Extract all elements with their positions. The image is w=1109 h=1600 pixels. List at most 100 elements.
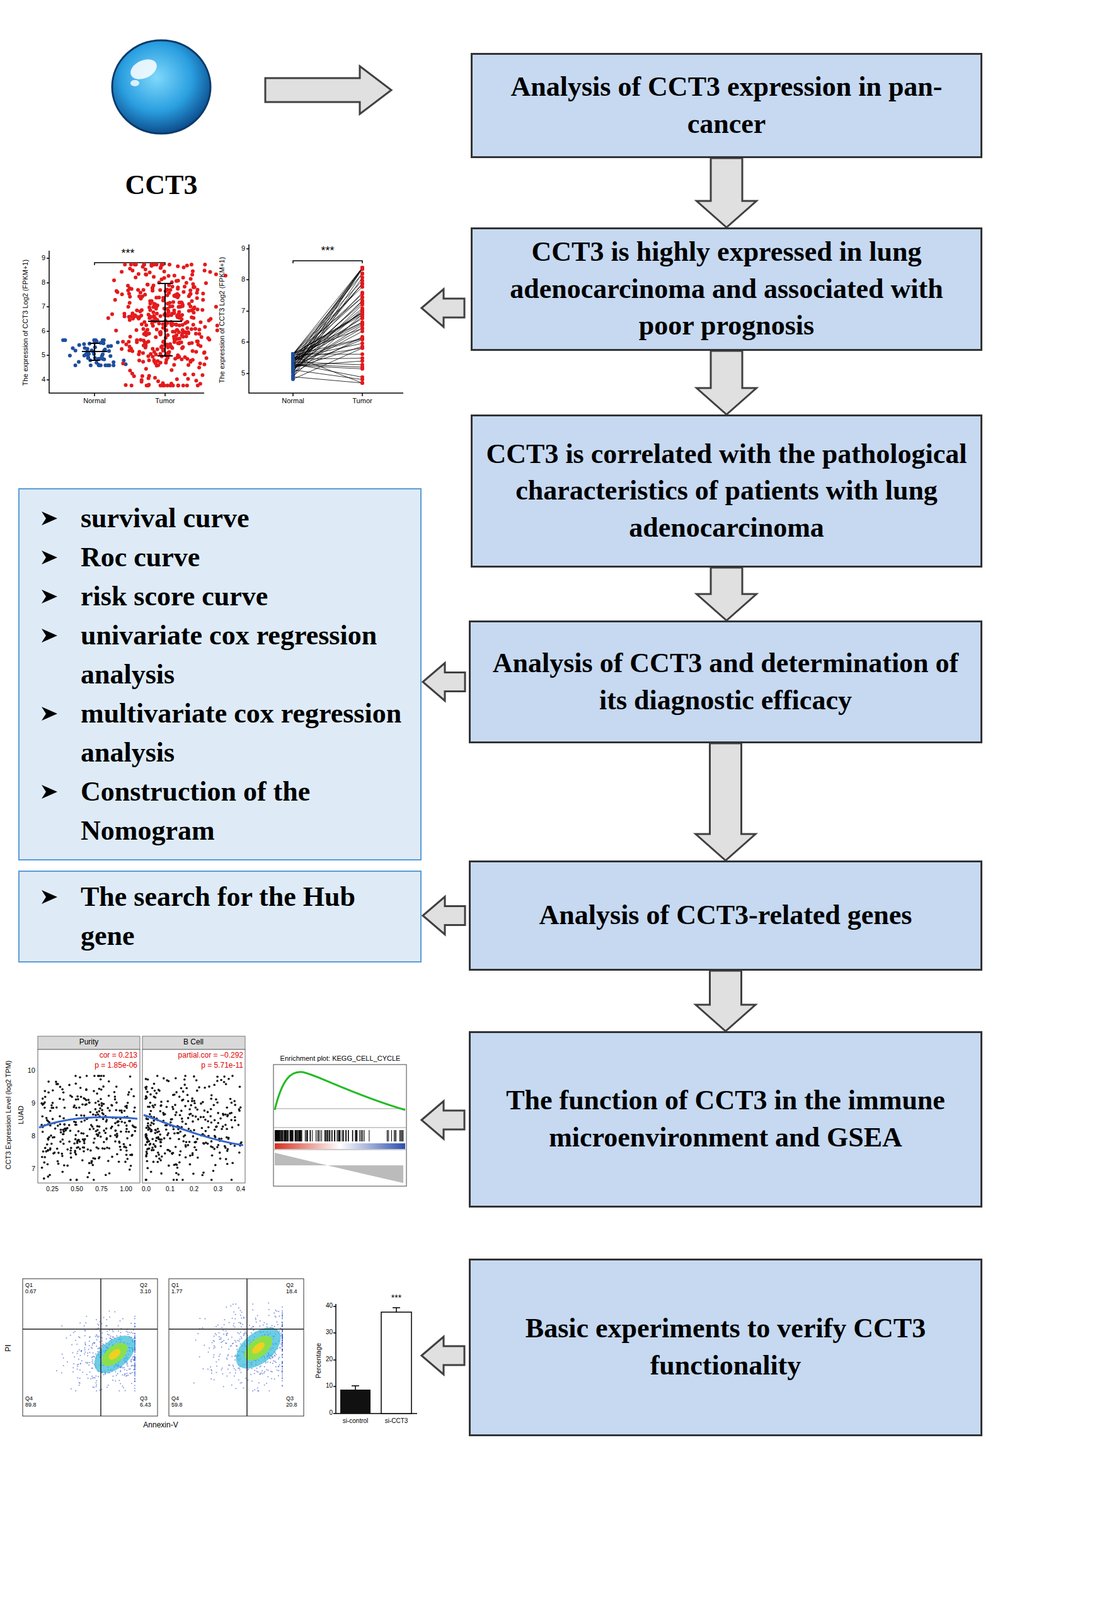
hit-tick xyxy=(287,1130,288,1142)
data-point xyxy=(69,1147,73,1150)
data-point xyxy=(184,334,189,339)
data-point xyxy=(185,326,190,331)
data-point xyxy=(360,308,365,312)
data-point xyxy=(176,383,181,388)
data-point xyxy=(40,1156,44,1159)
data-point xyxy=(158,265,163,270)
data-point xyxy=(101,1332,103,1334)
data-point xyxy=(176,1166,179,1170)
hit-tick xyxy=(328,1130,330,1142)
data-point xyxy=(144,1154,148,1157)
data-point xyxy=(80,1355,82,1357)
data-point xyxy=(81,1159,84,1162)
pair-line xyxy=(293,314,363,377)
data-point xyxy=(76,1350,79,1353)
data-point xyxy=(80,1350,82,1353)
hit-tick xyxy=(284,1130,286,1142)
data-point xyxy=(181,1120,184,1124)
data-point xyxy=(159,1110,162,1113)
data-point xyxy=(212,1084,216,1087)
data-point xyxy=(127,1332,129,1334)
data-point xyxy=(61,1133,65,1137)
data-point xyxy=(90,1347,92,1349)
data-point xyxy=(202,350,207,355)
data-point xyxy=(81,1372,84,1374)
data-point xyxy=(173,1132,176,1136)
data-point xyxy=(151,1146,154,1150)
data-point xyxy=(194,332,198,336)
data-point xyxy=(93,1342,96,1345)
data-point xyxy=(78,1349,81,1351)
data-point xyxy=(141,262,146,267)
data-point xyxy=(203,1086,207,1090)
data-point xyxy=(91,338,96,343)
data-point xyxy=(109,1316,111,1319)
data-point xyxy=(95,1380,98,1382)
data-point xyxy=(185,263,190,268)
data-point xyxy=(202,362,207,367)
data-point xyxy=(124,1161,127,1164)
data-point xyxy=(107,1384,110,1387)
data-point xyxy=(92,1141,96,1145)
data-point xyxy=(195,296,200,300)
data-point xyxy=(59,1131,63,1135)
data-point xyxy=(360,295,365,300)
data-point xyxy=(103,1374,105,1376)
data-point xyxy=(229,1119,233,1122)
hit-tick xyxy=(325,1130,326,1142)
data-point xyxy=(152,350,157,355)
data-point xyxy=(76,1366,79,1368)
data-point xyxy=(125,1149,128,1153)
hit-tick xyxy=(362,1130,363,1142)
hit-tick xyxy=(291,1130,292,1142)
data-point xyxy=(291,352,295,357)
data-point xyxy=(140,374,145,379)
data-point xyxy=(88,1364,90,1367)
data-point xyxy=(145,1127,149,1130)
data-point xyxy=(208,270,213,275)
gsea-grid xyxy=(273,1109,407,1150)
data-point xyxy=(202,1172,205,1175)
data-point xyxy=(171,300,176,305)
data-point xyxy=(183,1083,186,1087)
data-point xyxy=(167,1165,171,1168)
hit-tick xyxy=(299,1130,301,1142)
data-point xyxy=(165,1129,168,1132)
data-point xyxy=(184,1123,188,1127)
hit-tick xyxy=(281,1130,282,1142)
data-point xyxy=(134,1367,136,1370)
data-point xyxy=(118,1109,121,1113)
data-point xyxy=(134,1318,136,1320)
data-point xyxy=(93,1386,95,1389)
hit-tick xyxy=(327,1130,329,1142)
data-point xyxy=(121,1385,123,1387)
data-point xyxy=(176,1132,179,1135)
data-point xyxy=(96,1125,99,1128)
data-point xyxy=(171,1106,174,1109)
data-point xyxy=(177,1173,181,1177)
data-point xyxy=(112,1337,114,1339)
data-point xyxy=(102,1103,106,1106)
data-point xyxy=(80,1095,83,1099)
data-point xyxy=(95,1354,97,1356)
data-point xyxy=(198,344,203,348)
data-point xyxy=(56,1124,60,1128)
data-point xyxy=(157,1130,161,1133)
data-point xyxy=(202,262,207,267)
data-point xyxy=(134,1381,136,1383)
data-point xyxy=(159,1159,162,1162)
data-point xyxy=(180,304,185,309)
data-point xyxy=(95,1092,99,1096)
data-point xyxy=(81,1360,83,1362)
data-point xyxy=(177,1138,181,1142)
data-point xyxy=(214,1164,217,1167)
pair-line xyxy=(293,267,363,366)
panel-strip xyxy=(37,1036,140,1050)
data-point xyxy=(84,1347,86,1350)
data-point xyxy=(49,1110,52,1113)
hit-tick xyxy=(310,1130,311,1142)
data-point xyxy=(195,291,200,295)
panel-strip xyxy=(142,1036,246,1050)
data-point xyxy=(91,1348,93,1350)
data-point xyxy=(291,370,295,375)
